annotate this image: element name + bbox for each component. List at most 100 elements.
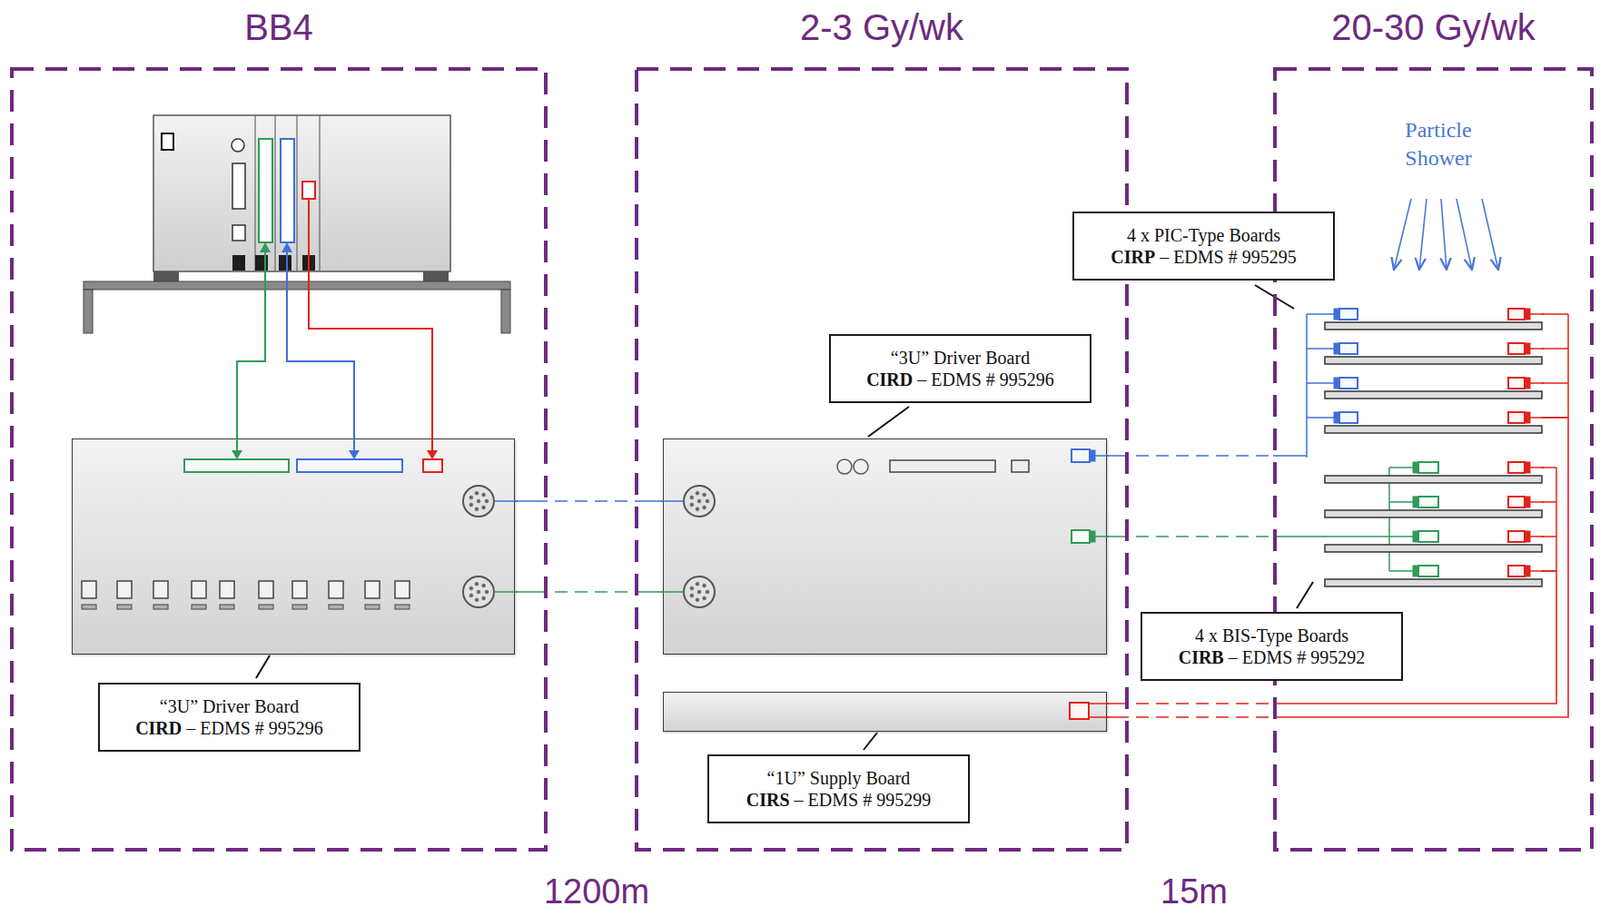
part: [1525, 343, 1531, 355]
zone-heading-holder: 2-3 Gy/wk: [634, 7, 1129, 48]
wire: [1389, 466, 1413, 469]
wire: [1306, 382, 1334, 385]
part: [701, 583, 706, 588]
part: [484, 590, 489, 594]
reference-number: – EDMS # 995296: [181, 718, 324, 739]
part: [1508, 462, 1525, 474]
driver-board: “3U” Driver BoardCIRD – EDMS # 995296: [662, 438, 1107, 655]
wire: [1095, 535, 1109, 538]
part: [1333, 343, 1339, 355]
wire: [661, 500, 684, 503]
part: [1418, 462, 1439, 474]
supply-bus: [1555, 467, 1558, 572]
part: [1412, 462, 1418, 474]
arrowhead: [348, 450, 360, 460]
reference-number: – EDMS # 995296: [912, 369, 1055, 390]
wire: [1389, 535, 1413, 538]
slot-line: [318, 115, 320, 272]
part: [1525, 308, 1531, 320]
particle-arrow: [1441, 198, 1447, 270]
wire: [493, 500, 518, 503]
part: [1339, 412, 1358, 424]
part: [184, 459, 289, 473]
panel-slot: [232, 163, 246, 209]
part: [296, 459, 403, 473]
part: [474, 506, 479, 511]
card-handle: [278, 255, 292, 271]
slot-line: [296, 115, 297, 272]
wire: [1530, 382, 1544, 385]
cable: [1106, 535, 1325, 538]
part: [258, 581, 274, 599]
part: [1333, 308, 1339, 320]
reference-code: CIRD: [135, 718, 182, 739]
zone-heading-holder: BB4: [9, 7, 548, 48]
part: [1525, 565, 1531, 577]
annotation: Particle Shower: [1392, 116, 1484, 173]
part: [468, 586, 473, 591]
part: [463, 485, 494, 517]
part: [481, 596, 485, 601]
slot-line: [254, 115, 256, 272]
wire: [308, 198, 433, 442]
callout-box: 4 x BIS-Type BoardsCIRB – EDMS # 995292: [1140, 612, 1403, 682]
part: [365, 581, 380, 599]
label-holder: Particle Shower: [1392, 116, 1484, 173]
label-holder: 15m: [1103, 873, 1285, 912]
part: [1508, 496, 1525, 508]
part: [219, 604, 235, 610]
part: [1525, 412, 1531, 424]
board-name: 4 x PIC-Type Boards: [1086, 224, 1321, 247]
part: [463, 576, 494, 608]
reference-code: CIRD: [866, 369, 913, 390]
distance-label: 15m: [1103, 873, 1285, 912]
part: [1418, 496, 1439, 508]
reference-code: CIRB: [1178, 647, 1225, 668]
part: [689, 495, 693, 500]
part: [153, 604, 168, 610]
wire: [237, 252, 266, 442]
callout-box: 4 x PIC-Type BoardsCIRP – EDMS # 995295: [1072, 211, 1335, 281]
part: [468, 495, 473, 500]
part: [689, 586, 693, 591]
part: [1324, 510, 1542, 518]
leader-line: [1296, 582, 1314, 609]
board-stack: 4 x BIS-Type BoardsCIRB – EDMS # 995292: [1324, 458, 1542, 595]
particle-arrow: [1419, 198, 1427, 270]
part: [468, 502, 473, 506]
part: [468, 592, 473, 597]
cable: [514, 591, 663, 593]
part: [701, 596, 706, 601]
slot-line: [274, 115, 276, 272]
part: [258, 604, 274, 610]
supply-stub: [1541, 466, 1557, 469]
reference-code: CIRS: [746, 790, 791, 810]
wire: [1389, 501, 1413, 504]
part: [476, 590, 481, 594]
particle-arrow: [1481, 198, 1499, 270]
part: [1525, 496, 1531, 508]
part: [1324, 544, 1542, 553]
part: [1339, 343, 1358, 355]
part: [853, 459, 869, 475]
wire: [1306, 416, 1334, 419]
part: [689, 502, 693, 506]
zone-heading: 2-3 Gy/wk: [634, 7, 1129, 48]
part: [395, 604, 410, 610]
wire: [1530, 535, 1544, 538]
wire: [1530, 570, 1544, 573]
part: [889, 460, 996, 473]
part: [1412, 565, 1418, 577]
part: [191, 604, 207, 610]
reference-number: – EDMS # 995295: [1155, 246, 1297, 267]
part: [1412, 496, 1418, 508]
part: [1333, 377, 1339, 389]
part: [697, 590, 702, 594]
particle-shower-arrows: [1393, 198, 1499, 270]
wire: [1530, 466, 1544, 469]
board-drawing: [1306, 304, 1542, 464]
part: [1324, 579, 1542, 587]
part: [481, 505, 485, 510]
zone-heading-holder: 20-30 Gy/wk: [1273, 7, 1594, 48]
supply-branches: [1541, 314, 1569, 572]
